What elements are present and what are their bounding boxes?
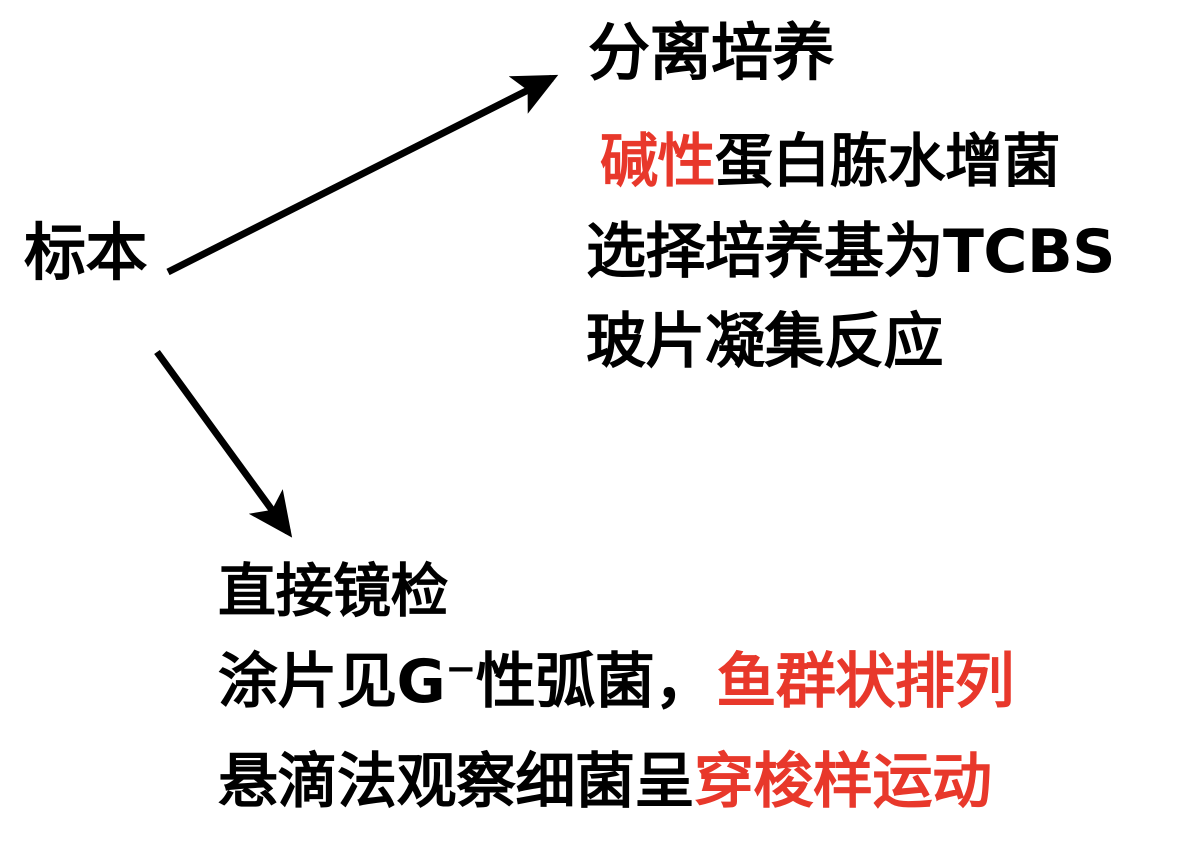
text-comma: ， (654, 647, 717, 717)
highlight-darting-motility: 穿梭样运动 (694, 747, 992, 817)
superscript-minus: − (445, 646, 476, 690)
node-isolation-culture-title: 分离培养 (588, 16, 835, 89)
text-hanging-drop-prefix: 悬滴法观察细菌呈 (218, 747, 695, 817)
node-direct-microscopy-title: 直接镜检 (218, 557, 449, 625)
node-isolation-culture-line2: 选择培养基为TCBS (586, 217, 1115, 287)
node-direct-microscopy-line2: 悬滴法观察细菌呈穿梭样运动 (218, 752, 992, 812)
text-peptone-water-enrichment: 蛋白胨水增菌 (715, 127, 1061, 195)
node-isolation-culture-line1: 碱性蛋白胨水增菌 (600, 132, 1061, 190)
highlight-alkaline: 碱性 (600, 127, 716, 195)
node-isolation-culture-line3: 玻片凝集反应 (586, 307, 944, 377)
node-specimen: 标本 (24, 216, 148, 289)
text-smear-gram-prefix: 涂片见G (218, 647, 446, 717)
arrow-specimen-to-microscopy (154, 349, 293, 538)
text-vibrio-middle: 性弧菌 (475, 647, 655, 717)
node-direct-microscopy-line1: 涂片见G−性弧菌，鱼群状排列 (218, 649, 1014, 712)
highlight-fish-school-arrangement: 鱼群状排列 (716, 647, 1014, 717)
arrow-specimen-to-culture (166, 74, 559, 276)
